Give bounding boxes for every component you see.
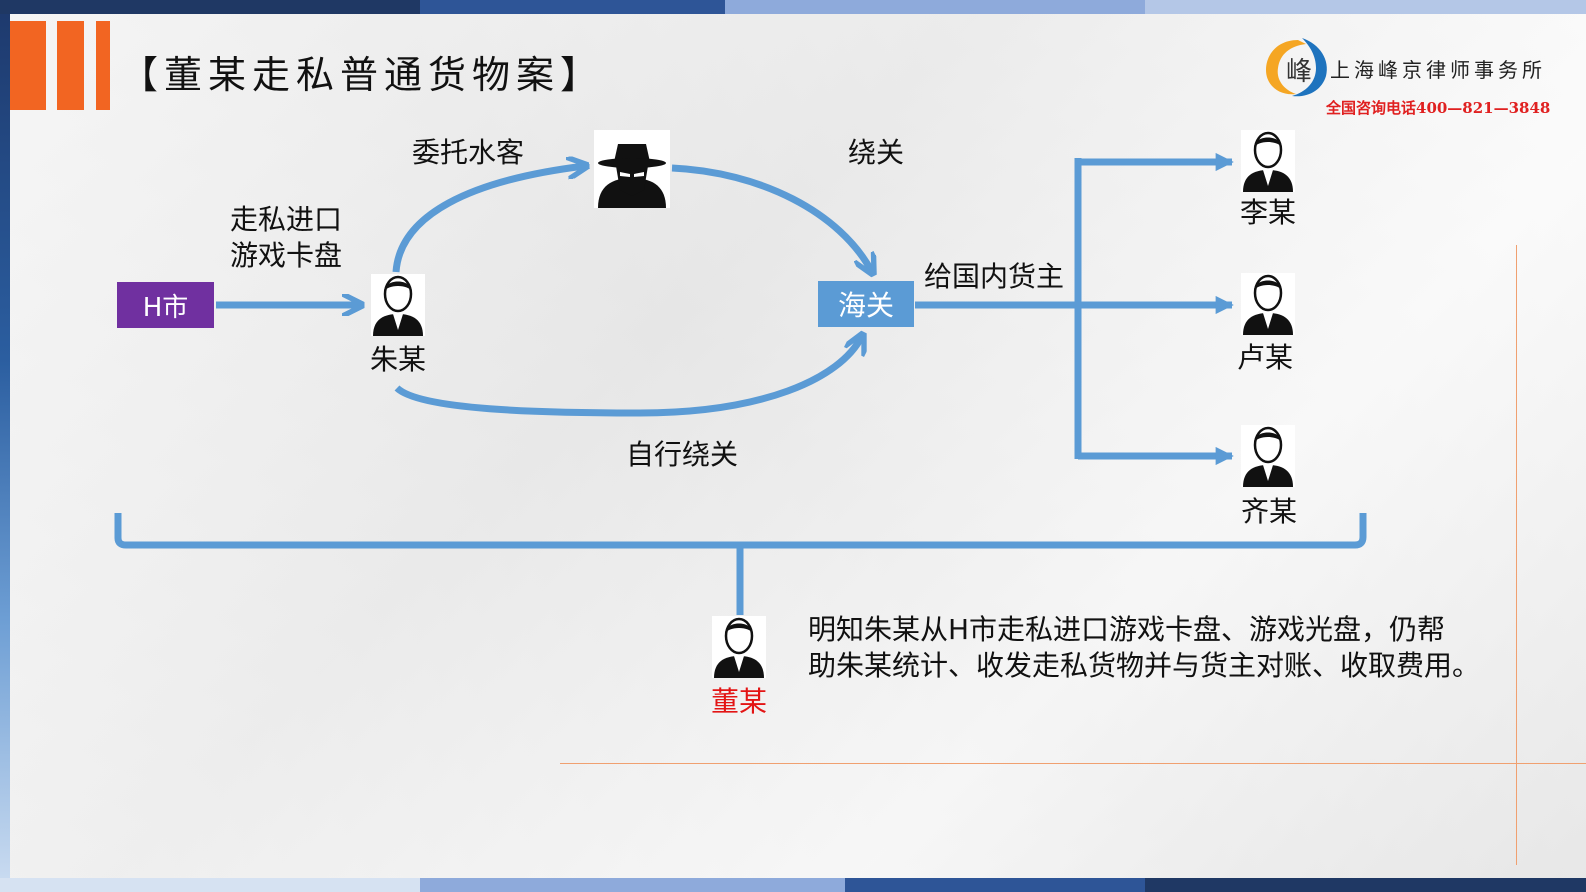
bottom-accent-bar <box>0 878 1586 892</box>
case-description-line2: 助朱某统计、收发走私货物并与货主对账、收取费用。 <box>808 649 1481 682</box>
person-icon <box>1241 273 1295 335</box>
firm-name: 上海峰京律师事务所 <box>1330 58 1546 82</box>
arrow-zhu-to-smuggler <box>392 166 585 273</box>
firm-phone: 全国咨询电话400—821—3848 <box>1326 99 1551 117</box>
left-accent-edge <box>0 14 10 878</box>
node-customs: 海关 <box>818 281 914 327</box>
person-icon <box>371 274 425 336</box>
case-description-line1: 明知朱某从H市走私进口游戏卡盘、游戏光盘，仍帮 <box>808 613 1446 646</box>
case-description: 明知朱某从H市走私进口游戏卡盘、游戏光盘，仍帮 助朱某统计、收发走私货物并与货主… <box>808 612 1508 684</box>
edge-label-entrust: 委托水客 <box>412 136 525 169</box>
person-icon <box>1241 425 1295 487</box>
edge-label-to-owners: 给国内货主 <box>924 260 1065 293</box>
arrow-smuggler-to-customs <box>671 164 872 272</box>
person-icon <box>712 616 766 678</box>
edge-label-smuggle-line1: 走私进口 <box>230 203 343 236</box>
node-dong: 董某 <box>711 685 768 718</box>
node-lu: 卢某 <box>1237 341 1294 374</box>
node-li: 李某 <box>1240 196 1297 229</box>
edge-label-smuggle-line2: 游戏卡盘 <box>230 239 343 272</box>
edge-label-self-bypass: 自行绕关 <box>626 438 739 471</box>
firm-logo: 峰 <box>1266 38 1327 97</box>
summary-bracket <box>114 513 1367 549</box>
firm-logo-char: 峰 <box>1286 57 1312 87</box>
arrow-zhu-to-customs <box>394 336 862 417</box>
slide-title: 【董某走私普通货物案】 <box>120 53 605 97</box>
person-icon <box>1241 130 1295 192</box>
smuggler-icon <box>594 130 670 208</box>
node-h-city: H市 <box>117 282 214 328</box>
edge-label-bypass: 绕关 <box>848 136 905 169</box>
decorative-hline <box>560 763 1586 764</box>
node-zhu: 朱某 <box>370 343 427 376</box>
top-accent-bar <box>0 0 1586 14</box>
decorative-vline <box>1516 245 1517 865</box>
node-qi: 齐某 <box>1241 495 1298 528</box>
